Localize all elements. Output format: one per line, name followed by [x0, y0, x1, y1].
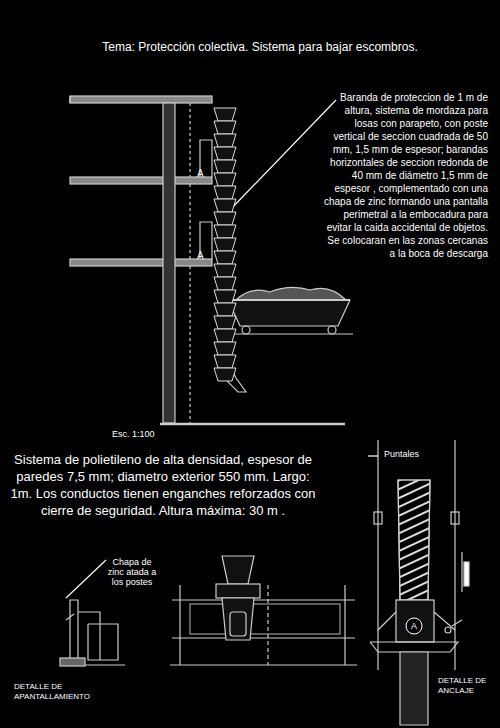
drawing-stroke [222, 556, 254, 584]
drawing-stroke [214, 264, 236, 277]
drawing-stroke [214, 316, 236, 329]
drawing-stroke [398, 480, 430, 600]
drawing-stroke [398, 480, 430, 600]
drawing-stroke [461, 552, 462, 592]
drawing-stroke [172, 637, 355, 638]
detail-title: DETALLE DE APANTALLAMIENTO [14, 682, 124, 701]
drawing-stroke [396, 600, 434, 642]
drawing-stroke [189, 266, 190, 424]
drawing-stroke [190, 604, 340, 634]
drawing-stroke [400, 652, 428, 725]
drawing-stroke [214, 160, 236, 173]
drawing-stroke [452, 620, 462, 626]
sheet-title: Tema: Protección colectiva. Sistema para… [40, 40, 480, 54]
drawing-stroke [214, 121, 236, 134]
drawing-stroke [214, 238, 236, 251]
drawing-stroke [370, 642, 458, 652]
drawing-stroke [242, 326, 250, 334]
drawing-stroke [214, 134, 236, 147]
railing-note: Baranda de proteccion de 1 m de altura, … [322, 91, 488, 260]
drawing-stroke [163, 103, 175, 423]
drawing-stroke [230, 612, 246, 636]
drawing-stroke [214, 186, 236, 199]
drawing-stroke [60, 658, 85, 666]
reference-circle: A [405, 617, 423, 635]
drawing-stroke [225, 333, 353, 334]
drawing-stroke [216, 584, 260, 598]
drawing-stroke [222, 598, 254, 640]
drawing-stroke [214, 225, 236, 238]
drawing-stroke [236, 287, 346, 300]
section-mark: A [197, 250, 209, 262]
drawing-stroke [374, 512, 382, 524]
drawing-stroke [228, 300, 350, 326]
system-note: Sistema de polietileno de alta densidad,… [4, 452, 322, 520]
drawing-stroke [88, 624, 118, 660]
drawing-stroke [214, 147, 236, 160]
drawing-stroke [66, 560, 106, 598]
detail-title: DETALLE DE ANCLAJE [438, 676, 496, 695]
drawing-stroke [228, 299, 350, 301]
drawing-stroke [445, 627, 451, 633]
drawing-stroke [377, 440, 378, 670]
drawing-stroke [214, 342, 236, 355]
drawing-stroke [214, 108, 236, 121]
drawing-stroke [228, 100, 336, 212]
drawing-stroke [214, 212, 236, 225]
drawing-stroke [170, 664, 357, 665]
drawing-stroke [214, 303, 236, 316]
drawing-stroke [70, 600, 78, 660]
drawing-stroke [70, 96, 212, 103]
drawing-stroke [172, 599, 355, 600]
drawing-stroke [451, 512, 459, 524]
drawing-stroke [70, 177, 212, 184]
circle-outline [406, 618, 422, 634]
drawing-stroke [69, 96, 70, 103]
part-label: Puntales [384, 449, 444, 460]
part-label: Chapa de zinc atada a los postes [104, 558, 160, 588]
drawing-stroke [328, 326, 336, 334]
drawing-stroke [189, 103, 190, 177]
drawing-stroke [344, 585, 345, 665]
drawing-stroke [434, 612, 455, 630]
drawing-stroke [214, 329, 236, 342]
scale-label: Esc. 1:100 [112, 429, 182, 440]
drawing-stroke [214, 251, 236, 264]
section-mark: A [197, 168, 209, 180]
drawing-stroke [464, 562, 469, 586]
drawing-stroke [267, 585, 268, 665]
drawing-stroke [214, 173, 236, 186]
drawing-stroke [378, 612, 396, 630]
drawing-stroke [214, 199, 236, 212]
drawing-stroke [78, 612, 100, 660]
drawing-stroke [214, 290, 236, 303]
drawing-stroke [214, 277, 236, 290]
drawing-stroke [454, 440, 455, 670]
reference-letter: A [411, 622, 417, 631]
drawing-stroke [70, 259, 212, 266]
drawing-stroke [214, 368, 236, 381]
drawing-stroke [179, 585, 180, 665]
drawing-stroke [214, 355, 236, 368]
drawing-stroke [214, 108, 236, 381]
drawing-stroke [66, 614, 74, 620]
drawing-stroke [368, 455, 378, 456]
drawing-stroke [160, 423, 345, 426]
drawing-stroke [189, 184, 190, 259]
